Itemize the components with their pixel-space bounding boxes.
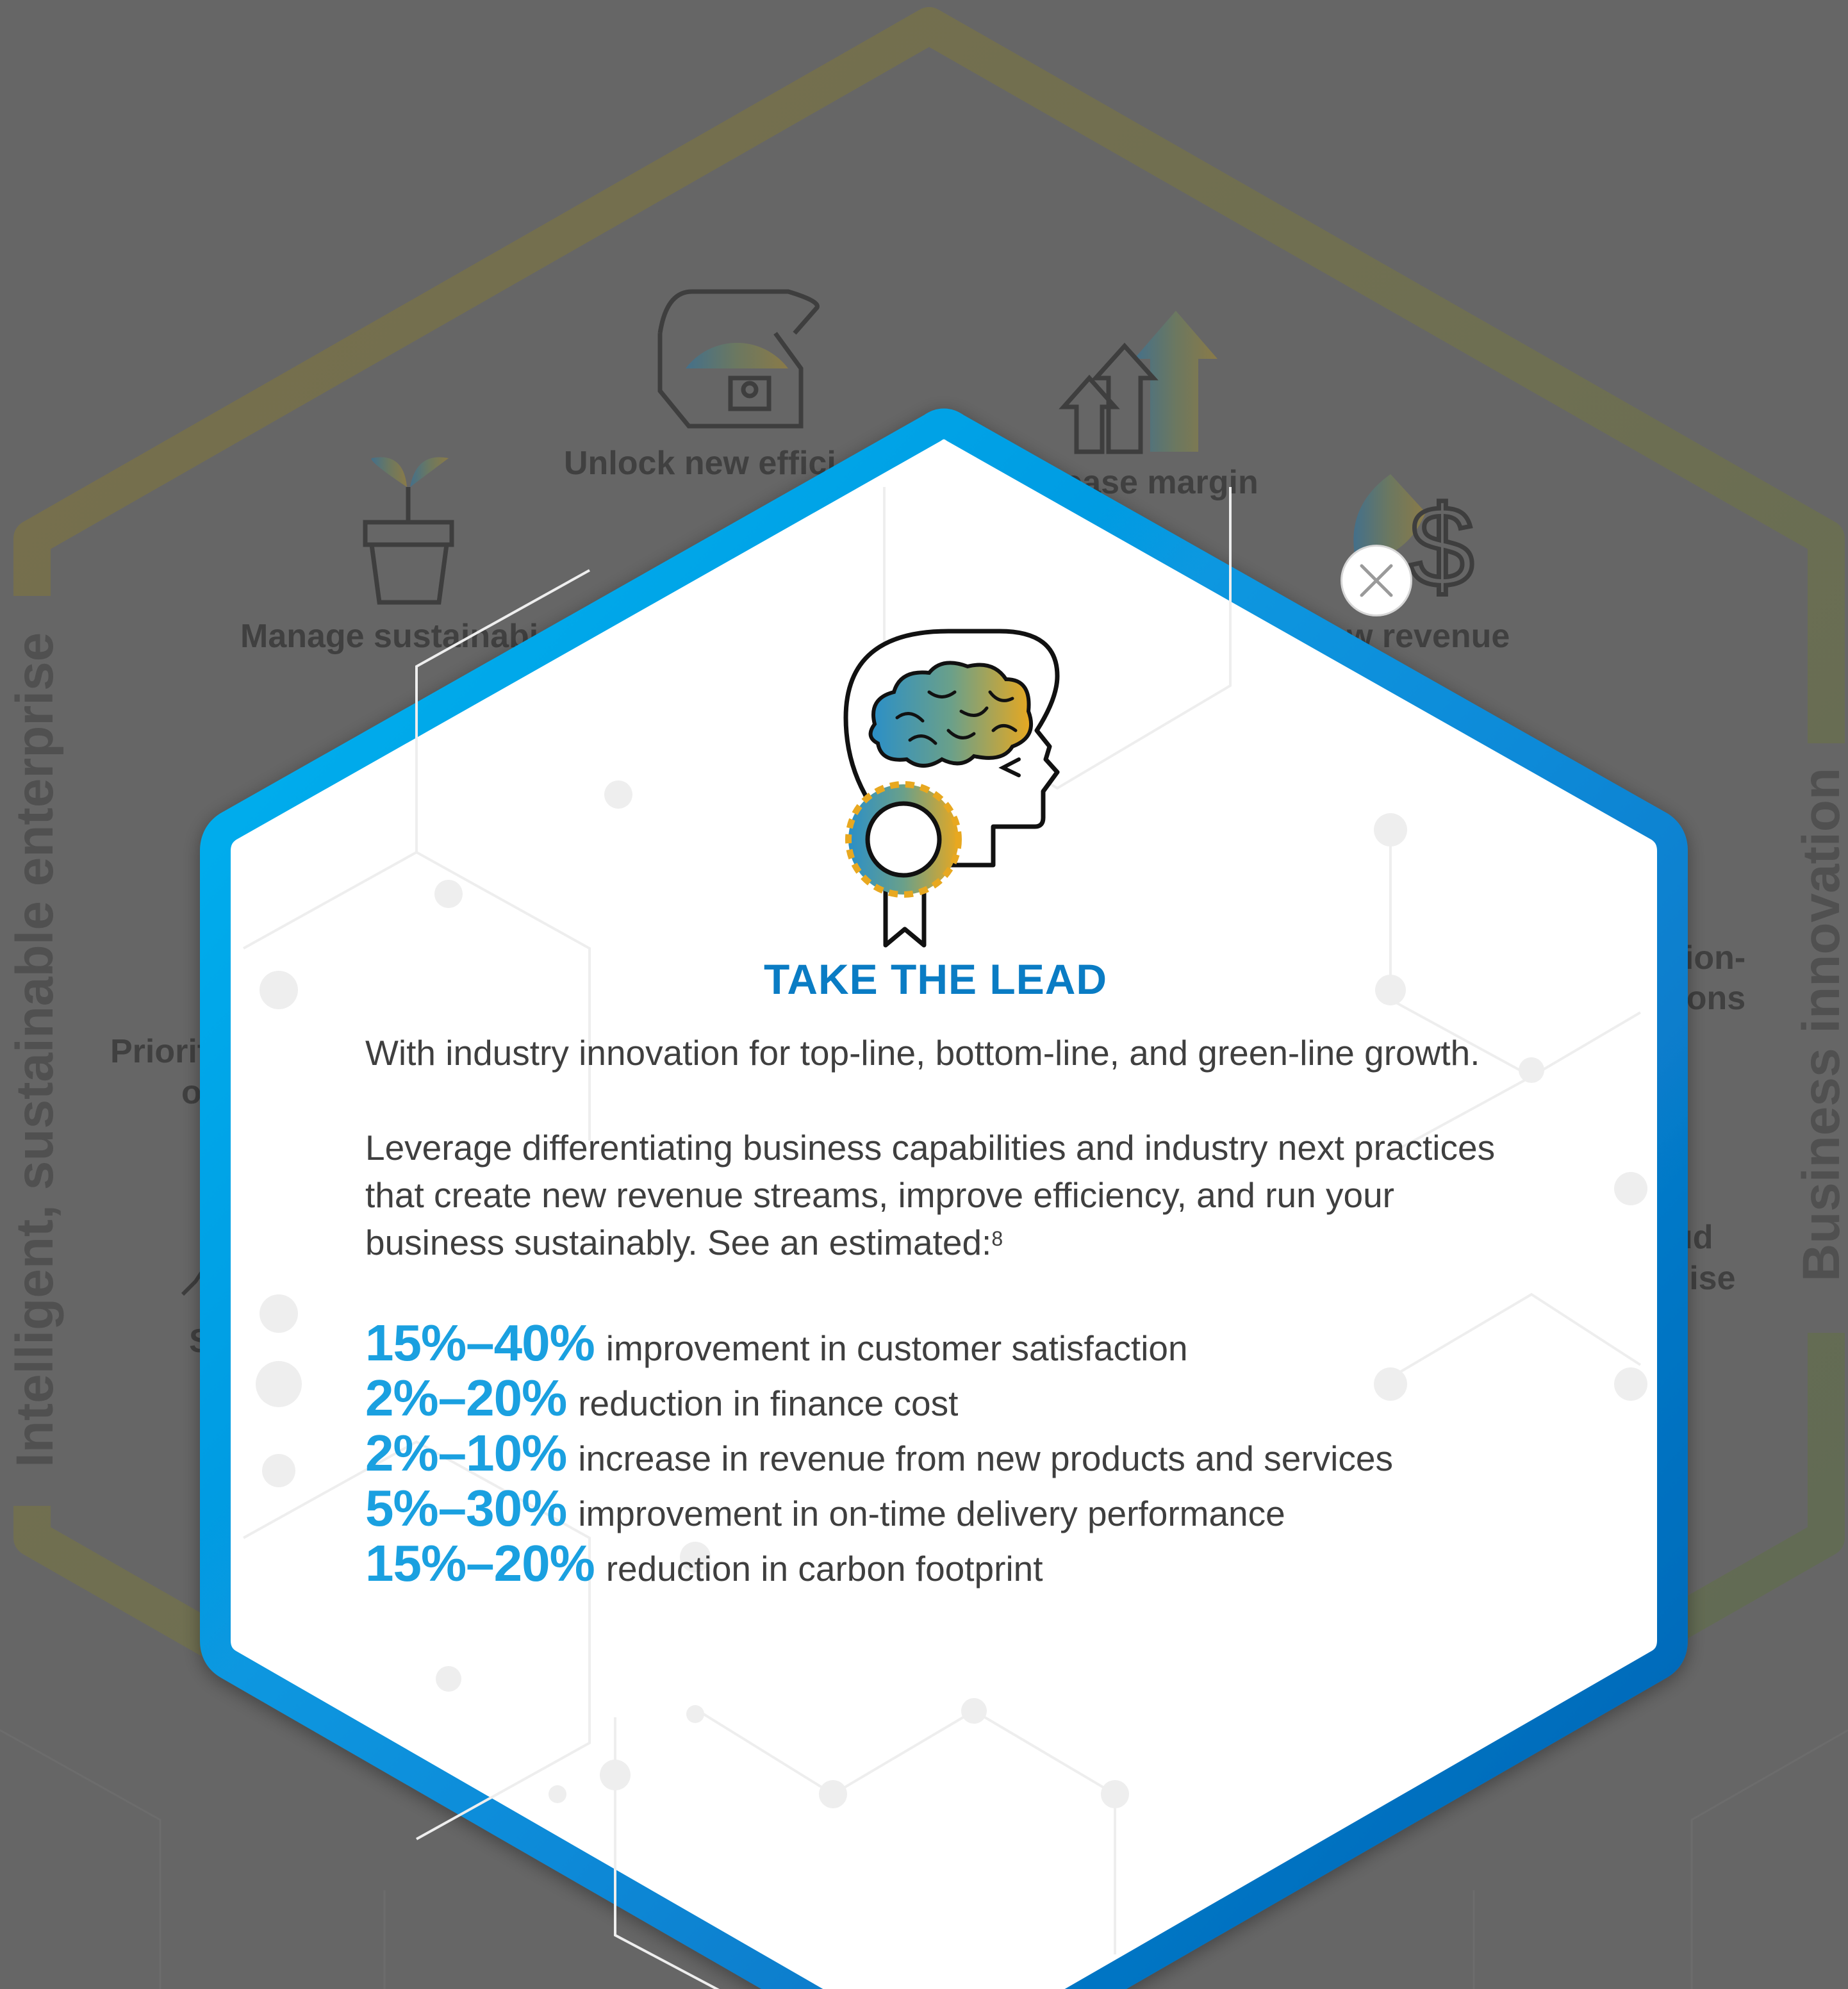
stat-description: improvement in customer satisfaction: [606, 1328, 1188, 1368]
bg-tile-label: Unlock new effici: [564, 445, 836, 482]
background-tile-labels: Unlock new effici rease margin Manage su…: [110, 445, 1745, 1360]
stat-description: increase in revenue from new products an…: [578, 1439, 1393, 1478]
footnote-marker: 8: [991, 1227, 1003, 1250]
stat-value: 5%–30%: [365, 1480, 567, 1537]
left-side-label: Intelligent, sustainable enterprise: [6, 632, 64, 1467]
bg-tile-label: o: [181, 1074, 202, 1111]
close-icon: [1360, 564, 1393, 597]
stat-value: 2%–20%: [365, 1369, 567, 1426]
head-brain-award-icon: [843, 629, 1060, 948]
modal-content: TAKE THE LEAD With industry innovation f…: [365, 955, 1570, 1592]
modal-intro: With industry innovation for top-line, b…: [365, 1029, 1531, 1077]
modal-hexagon: [200, 408, 1688, 1989]
svg-text:$: $: [1410, 483, 1474, 611]
stat-row: 5%–30% improvement in on-time delivery p…: [365, 1479, 1570, 1537]
modal-title: TAKE THE LEAD: [763, 955, 1108, 1003]
stat-description: improvement in on-time delivery performa…: [578, 1494, 1285, 1533]
seedling-pot-icon: [363, 457, 454, 605]
bg-tile-label: Manage sustainabi: [240, 618, 538, 655]
treasure-chest-icon: [657, 289, 820, 429]
stat-row: 15%–40% improvement in customer satisfac…: [365, 1314, 1570, 1371]
modal-hex-nodes: [256, 780, 1647, 1808]
stat-description: reduction in carbon footprint: [606, 1549, 1043, 1589]
stat-row: 2%–20% reduction in finance cost: [365, 1369, 1570, 1426]
modal-intro-text: With industry innovation for top-line, b…: [365, 1033, 1480, 1073]
modal-body-text: Leverage differentiating business capabi…: [365, 1128, 1496, 1262]
modal-body: Leverage differentiating business capabi…: [365, 1124, 1531, 1266]
svg-text:Intelligent, sustainable enter: Intelligent, sustainable enterprise: [6, 632, 64, 1467]
stat-description: reduction in finance cost: [578, 1383, 959, 1423]
stat-value: 15%–40%: [365, 1314, 595, 1371]
stats-list: 15%–40% improvement in customer satisfac…: [365, 1314, 1570, 1592]
stat-row: 2%–10% increase in revenue from new prod…: [365, 1424, 1570, 1481]
right-side-label: Business innovation: [1792, 768, 1848, 1282]
background-hexagon-frame: [6, 7, 1848, 1989]
dollar-leaf-icon: $: [1353, 474, 1476, 614]
stat-value: 2%–10%: [365, 1424, 567, 1481]
rising-arrows-icon: [1059, 311, 1217, 454]
bg-tile-label: Priorit: [110, 1033, 208, 1070]
stat-row: 15%–20% reduction in carbon footprint: [365, 1534, 1570, 1592]
background-hex-pattern: [0, 1729, 1848, 1989]
close-button[interactable]: [1341, 545, 1412, 616]
stat-value: 15%–20%: [365, 1535, 595, 1592]
svg-text:Business innovation: Business innovation: [1792, 768, 1848, 1282]
